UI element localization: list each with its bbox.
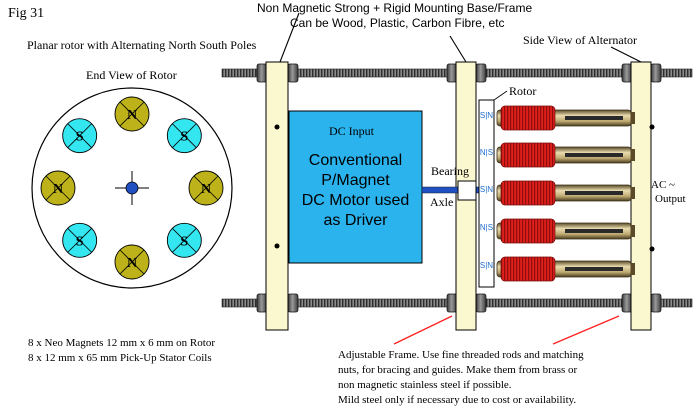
rotor-pole-label: S|N [479, 261, 494, 270]
rotor-pointer-line [493, 90, 508, 101]
magnet-S: S [166, 118, 202, 154]
coil-winding [500, 105, 556, 131]
magnet-cross [193, 175, 219, 201]
magnet-cross [67, 123, 92, 148]
note-line-3: non magnetic stainless steel if possible… [338, 379, 512, 391]
rotor-end-view: N S N S N S N S [31, 87, 233, 289]
stator-coils [496, 105, 635, 282]
hex-nut [287, 293, 299, 313]
coil-winding [500, 180, 556, 206]
frame-bolt [649, 246, 655, 252]
magnet-cross [172, 123, 197, 148]
magnet-cross [67, 228, 92, 253]
side-view-title: Side View of Alternator [523, 33, 638, 47]
rotor-pole-label: N|S [479, 148, 494, 157]
coil-winding [500, 142, 556, 168]
rotor-magnets: N S N S N S N S [40, 96, 224, 280]
rotor-pole-label: N|S [479, 223, 494, 232]
stator-coil [496, 142, 635, 168]
magnet-S: S [62, 222, 98, 258]
note-line-1: Adjustable Frame. Use fine threaded rods… [338, 349, 584, 361]
frame-bolt [274, 243, 280, 249]
note-line-2: nuts, for bracing and guides. Make them … [338, 364, 578, 376]
magnet-pole-label: S [180, 130, 188, 145]
magnet-N: N [40, 170, 76, 206]
base-frame-pointer-middle [449, 35, 467, 63]
side-view-pointer [610, 46, 642, 63]
frame-pointer-line-right [552, 315, 620, 345]
bearing-label: Bearing [431, 164, 469, 178]
frame-post-left [265, 61, 289, 331]
base-frame-pointer-left [279, 12, 300, 63]
motor-label-line-2: P/Magnet [321, 172, 390, 189]
axle-label: Axle [430, 195, 454, 209]
coil-rod-slot [565, 191, 623, 195]
magnet-S: S [166, 222, 202, 258]
magnet-N: N [114, 244, 150, 280]
coil-rod-end [631, 112, 635, 124]
coil-rod-slot [565, 229, 623, 233]
coil-winding [500, 218, 556, 244]
hex-nut [475, 63, 487, 83]
hex-nut [650, 63, 662, 83]
stator-coil [496, 180, 635, 206]
coil-rod-slot [565, 116, 623, 120]
hex-nut [650, 293, 662, 313]
spec-magnets: 8 x Neo Magnets 12 mm x 6 mm on Rotor [28, 337, 215, 349]
hex-nut [475, 293, 487, 313]
stator-coil [496, 105, 635, 131]
magnet-pole-label: S [76, 130, 84, 145]
output-label-output: Output [655, 193, 686, 205]
coil-rod-slot [565, 267, 623, 271]
motor-label-line-3: DC Motor used [301, 192, 410, 209]
note-line-4: Mild steel only if necessary due to cost… [338, 394, 577, 406]
stator-coil [496, 256, 635, 282]
frame-nuts [256, 63, 662, 313]
magnet-cross [119, 249, 145, 275]
hex-nut [287, 63, 299, 83]
magnet-pole-label: N [201, 182, 211, 197]
base-frame-label: Non Magnetic Strong + Rigid Mounting Bas… [257, 1, 533, 15]
figure-label: Fig 31 [8, 6, 45, 21]
magnet-N: N [188, 170, 224, 206]
rotor-pole-label: S|N [479, 111, 494, 120]
dc-motor [288, 110, 423, 264]
frame-bolt [649, 124, 655, 130]
frame-bolt [274, 124, 280, 130]
motor-label-line-4: as Driver [323, 212, 388, 229]
coil-rod-slot [565, 153, 623, 157]
rotor-label: Rotor [509, 84, 537, 98]
magnet-pole-label: N [127, 256, 137, 271]
frame-pointer-line-left [393, 315, 453, 345]
stator-coil [496, 218, 635, 244]
planar-rotor-label: Planar rotor with Alternating North Sout… [27, 38, 257, 52]
magnet-cross [119, 101, 145, 127]
rotor-pole-label: S|N [479, 185, 494, 194]
base-frame-materials: Can be Wood, Plastic, Carbon Fibre, etc [290, 16, 505, 30]
dc-input-label: DC Input [329, 124, 374, 138]
spec-coils: 8 x 12 mm x 65 mm Pick-Up Stator Coils [28, 352, 212, 364]
magnet-pole-label: N [53, 182, 63, 197]
coil-rod-end [631, 187, 635, 199]
magnet-S: S [62, 118, 98, 154]
rotor-axle-dot [125, 181, 139, 195]
magnet-pole-label: S [76, 234, 84, 249]
rotor-plate [478, 99, 495, 288]
magnet-pole-label: N [127, 108, 137, 123]
coil-winding [500, 256, 556, 282]
end-view-title: End View of Rotor [86, 68, 177, 82]
motor-label-line-1: Conventional [308, 152, 403, 169]
magnet-N: N [114, 96, 150, 132]
magnet-cross [45, 175, 71, 201]
magnet-pole-label: S [180, 234, 188, 249]
coil-rod-end [631, 263, 635, 275]
coil-rod-end [631, 149, 635, 161]
magnet-cross [172, 228, 197, 253]
bearing [457, 180, 477, 201]
output-label-ac: AC ~ [651, 179, 675, 191]
coil-rod-end [631, 225, 635, 237]
